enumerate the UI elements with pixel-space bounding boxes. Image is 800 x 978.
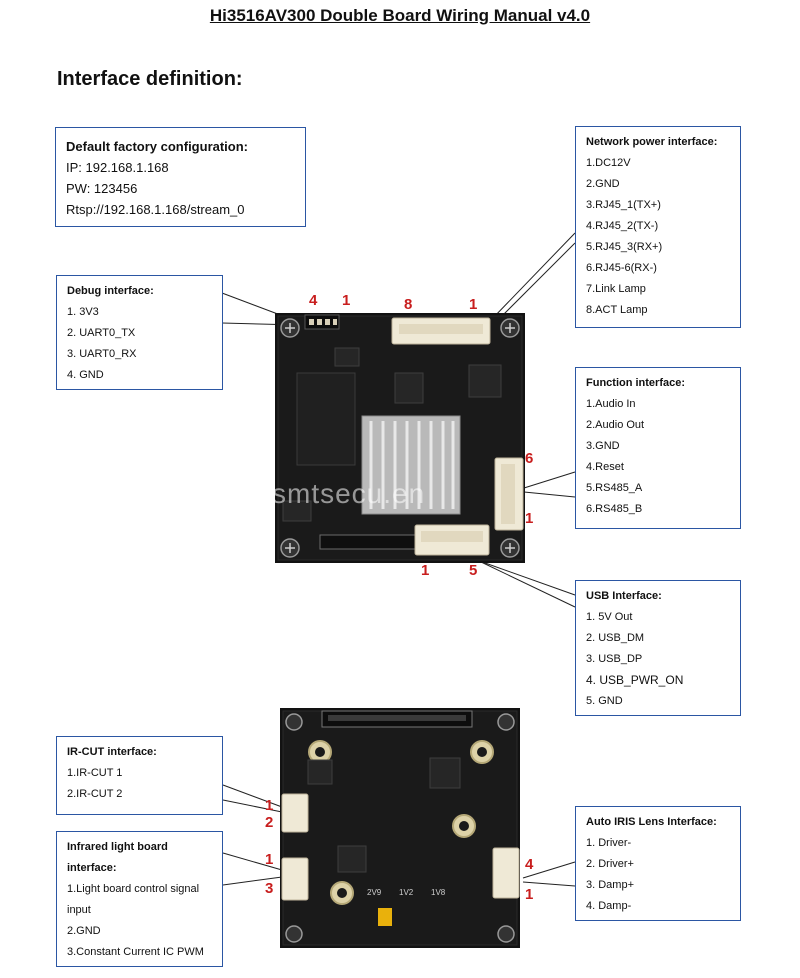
iris-item: 3. Damp+ bbox=[586, 879, 634, 891]
infrared-heading-1: Infrared light board bbox=[67, 841, 168, 853]
network-power-box: Network power interface: 1.DC12V 2.GND 3… bbox=[575, 126, 741, 328]
network-item: 4.RJ45_2(TX-) bbox=[586, 220, 659, 232]
debug-heading: Debug interface: bbox=[67, 285, 154, 297]
default-config-box: Default factory configuration: IP: 192.1… bbox=[55, 127, 306, 227]
infrared-item: 3.Constant Current IC PWM bbox=[67, 946, 204, 958]
config-rtsp: Rtsp://192.168.1.168/stream_0 bbox=[66, 202, 245, 217]
debug-item: 2. UART0_TX bbox=[67, 327, 136, 339]
network-item: 7.Link Lamp bbox=[586, 283, 646, 295]
usb-pin-start: 1 bbox=[421, 562, 430, 579]
ircut-pin-start: 1 bbox=[265, 797, 274, 814]
infrared-interface-box: Infrared light board interface: 1.Light … bbox=[56, 831, 223, 967]
usb-pin-end: 5 bbox=[469, 562, 478, 579]
function-interface-box: Function interface: 1.Audio In 2.Audio O… bbox=[575, 367, 741, 529]
iris-pin-end: 1 bbox=[525, 886, 534, 903]
iris-heading: Auto IRIS Lens Interface: bbox=[586, 816, 717, 828]
board-label-1v8: 1V8 bbox=[431, 888, 446, 897]
section-heading: Interface definition: bbox=[57, 68, 243, 90]
watermark: smtsecu.en bbox=[272, 478, 426, 509]
debug-pin-end: 1 bbox=[342, 292, 351, 309]
infrared-heading-2: interface: bbox=[67, 862, 117, 874]
ircut-item: 1.IR-CUT 1 bbox=[67, 767, 123, 779]
function-item: 4.Reset bbox=[586, 461, 624, 473]
usb-item: 3. USB_DP bbox=[586, 653, 643, 665]
iris-pin-start: 4 bbox=[525, 856, 534, 873]
usb-item: 4. USB_PWR_ON bbox=[586, 673, 684, 687]
usb-heading: USB Interface: bbox=[586, 590, 662, 602]
debug-item: 1. 3V3 bbox=[67, 306, 99, 318]
ircut-item: 2.IR-CUT 2 bbox=[67, 788, 123, 800]
config-password: PW: 123456 bbox=[66, 181, 138, 196]
network-pin-end: 1 bbox=[469, 296, 478, 313]
network-item: 8.ACT Lamp bbox=[586, 304, 648, 316]
iris-item: 1. Driver- bbox=[586, 837, 632, 849]
function-item: 2.Audio Out bbox=[586, 419, 645, 431]
debug-item: 4. GND bbox=[67, 369, 104, 381]
page-title: Hi3516AV300 Double Board Wiring Manual v… bbox=[209, 6, 591, 25]
infrared-pin-start: 1 bbox=[265, 851, 274, 868]
function-pin-start: 6 bbox=[525, 450, 534, 467]
function-item: 5.RS485_A bbox=[586, 482, 643, 494]
network-item: 1.DC12V bbox=[586, 157, 631, 169]
infrared-item: input bbox=[67, 904, 91, 916]
debug-interface-box: Debug interface: 1. 3V3 2. UART0_TX 3. U… bbox=[56, 275, 223, 390]
network-item: 2.GND bbox=[586, 178, 620, 190]
function-pin-end: 1 bbox=[525, 510, 534, 527]
ircut-pin-end: 2 bbox=[265, 814, 274, 831]
infrared-item: 2.GND bbox=[67, 925, 101, 937]
sensor-board-image: 2V9 1V2 1V8 bbox=[280, 708, 520, 948]
iris-interface-box: Auto IRIS Lens Interface: 1. Driver- 2. … bbox=[575, 806, 741, 921]
network-item: 5.RJ45_3(RX+) bbox=[586, 241, 663, 253]
infrared-item: 1.Light board control signal bbox=[67, 883, 200, 895]
network-item: 3.RJ45_1(TX+) bbox=[586, 199, 661, 211]
function-item: 6.RS485_B bbox=[586, 503, 643, 515]
main-board-image bbox=[275, 313, 525, 563]
usb-item: 2. USB_DM bbox=[586, 632, 645, 644]
usb-item: 1. 5V Out bbox=[586, 611, 633, 623]
debug-item: 3. UART0_RX bbox=[67, 348, 137, 360]
default-config-heading: Default factory configuration: bbox=[66, 139, 249, 154]
usb-item: 5. GND bbox=[586, 695, 623, 707]
usb-interface-box: USB Interface: 1. 5V Out 2. USB_DM 3. US… bbox=[575, 580, 741, 716]
ircut-heading: IR-CUT interface: bbox=[67, 746, 157, 758]
debug-pin-start: 4 bbox=[309, 292, 318, 309]
function-item: 3.GND bbox=[586, 440, 620, 452]
network-heading: Network power interface: bbox=[586, 136, 718, 148]
iris-item: 4. Damp- bbox=[586, 900, 632, 912]
network-pin-start: 8 bbox=[404, 296, 413, 313]
iris-item: 2. Driver+ bbox=[586, 858, 634, 870]
network-item: 6.RJ45-6(RX-) bbox=[586, 262, 657, 274]
function-item: 1.Audio In bbox=[586, 398, 636, 410]
ircut-interface-box: IR-CUT interface: 1.IR-CUT 1 2.IR-CUT 2 bbox=[56, 736, 223, 815]
config-ip: IP: 192.168.1.168 bbox=[66, 160, 169, 175]
board-label-1v2: 1V2 bbox=[399, 888, 414, 897]
board-label-2v9: 2V9 bbox=[367, 888, 382, 897]
function-heading: Function interface: bbox=[586, 377, 686, 389]
infrared-pin-end: 3 bbox=[265, 880, 274, 897]
